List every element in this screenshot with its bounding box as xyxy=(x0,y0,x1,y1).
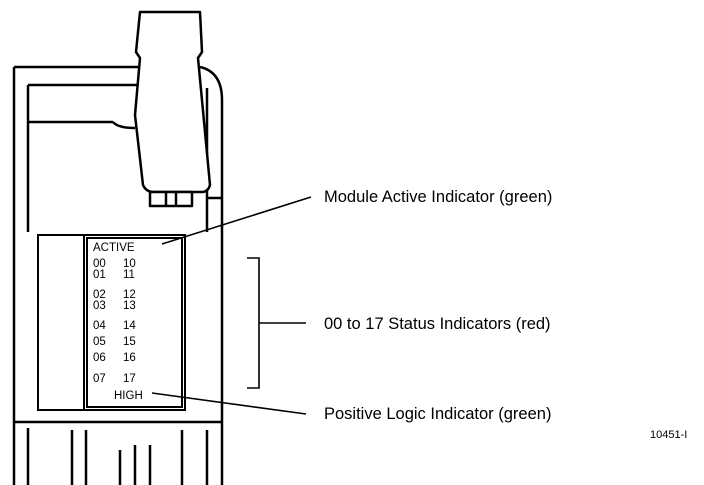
callout-leaders xyxy=(151,196,312,415)
status-indicator-label-10: 10 xyxy=(123,258,136,270)
status-indicator-label-17: 17 xyxy=(123,373,136,385)
status-bracket xyxy=(247,257,260,389)
status-indicator-label-13: 13 xyxy=(123,300,136,312)
high-indicator-label: HIGH xyxy=(114,390,143,402)
handle xyxy=(133,10,212,208)
status-indicator-label-14: 14 xyxy=(123,320,136,332)
status-indicator-label-11: 11 xyxy=(123,269,135,281)
status-indicator-label-03: 03 xyxy=(93,300,106,312)
active-indicator-label: ACTIVE xyxy=(93,242,135,254)
status-indicator-label-02: 02 xyxy=(93,289,106,301)
status-indicator-label-15: 15 xyxy=(123,336,136,348)
figure-number: 10451-I xyxy=(650,429,687,441)
status-indicator-label-16: 16 xyxy=(123,352,136,364)
status-indicator-list: 00 10 01 11 02 12 03 13 04 14 05 15 06 16 07 17 xyxy=(93,258,136,385)
module-active-callout: Module Active Indicator (green) xyxy=(324,188,552,206)
positive-logic-callout: Positive Logic Indicator (green) xyxy=(324,405,551,423)
indicator-panel xyxy=(37,234,186,411)
status-indicator-label-04: 04 xyxy=(93,320,106,332)
positive-leader-line xyxy=(151,392,307,415)
active-leader-line xyxy=(161,196,312,245)
status-indicator-label-12: 12 xyxy=(123,289,136,301)
status-indicator-label-01: 01 xyxy=(93,269,106,281)
status-indicator-label-06: 06 xyxy=(93,352,106,364)
status-indicator-label-07: 07 xyxy=(93,373,106,385)
status-indicator-label-05: 05 xyxy=(93,336,106,348)
module-housing xyxy=(12,65,224,485)
status-indicator-label-00: 00 xyxy=(93,258,106,270)
status-indicators-callout: 00 to 17 Status Indicators (red) xyxy=(324,315,551,333)
